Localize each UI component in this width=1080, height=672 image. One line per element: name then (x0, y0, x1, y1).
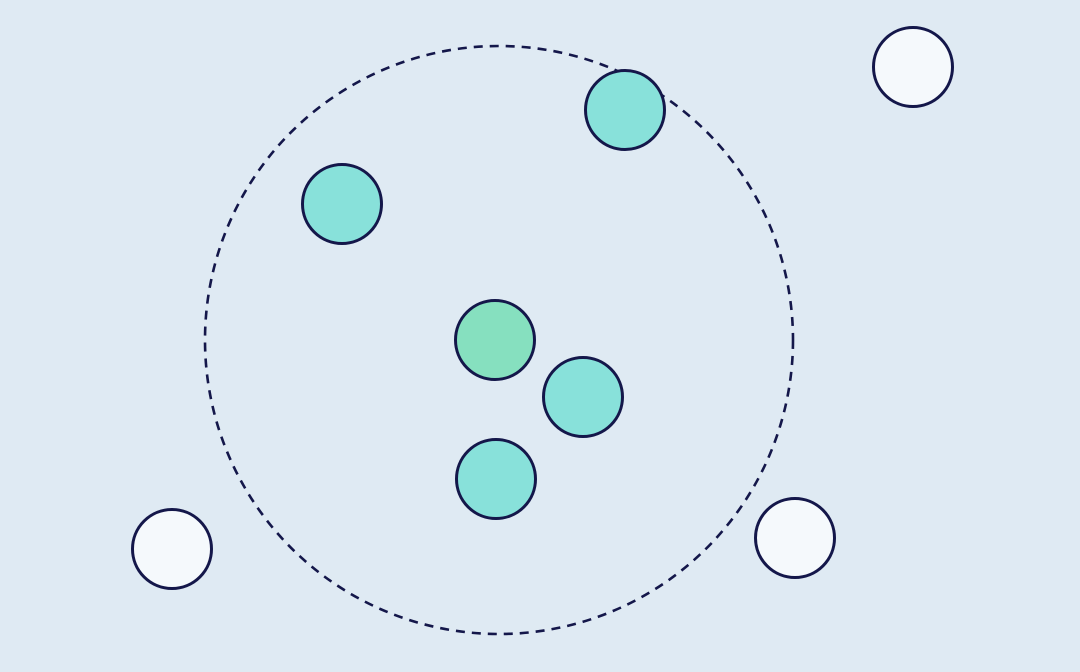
outside-node-3 (754, 497, 836, 579)
outside-node-1 (872, 26, 954, 108)
center-node (454, 299, 536, 381)
nodes-layer (131, 26, 954, 590)
neighbor-node-3 (542, 356, 624, 438)
neighbor-node-4 (455, 438, 537, 520)
neighbor-node-1 (584, 69, 666, 151)
radius-boundary-circle (203, 44, 795, 636)
outside-node-2 (131, 508, 213, 590)
neighbor-node-2 (301, 163, 383, 245)
